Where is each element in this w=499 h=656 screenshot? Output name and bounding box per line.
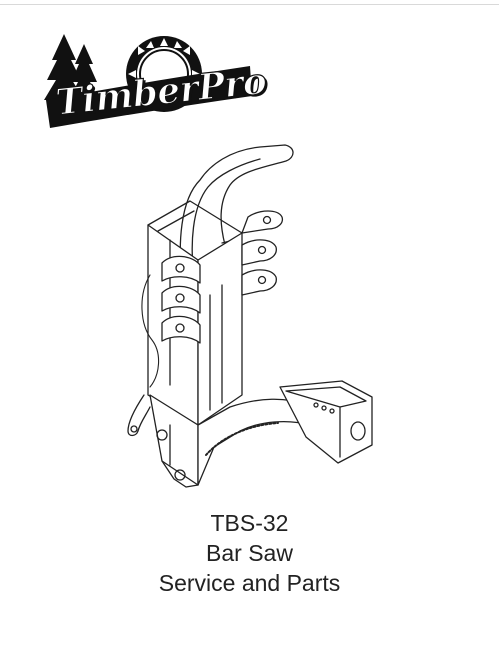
- timberpro-logo: TimberPro: [44, 32, 269, 132]
- bar-saw-illustration: [127, 144, 373, 488]
- cover-title-block: TBS-32 Bar Saw Service and Parts: [0, 508, 499, 598]
- model-number: TBS-32: [210, 510, 289, 536]
- logo-graphic: [44, 34, 252, 128]
- page-top-rule: [0, 0, 499, 5]
- document-type: Service and Parts: [158, 570, 341, 596]
- pine-trees-icon: [44, 34, 99, 100]
- logo-banner: [46, 66, 252, 128]
- product-name: Bar Saw: [206, 540, 293, 566]
